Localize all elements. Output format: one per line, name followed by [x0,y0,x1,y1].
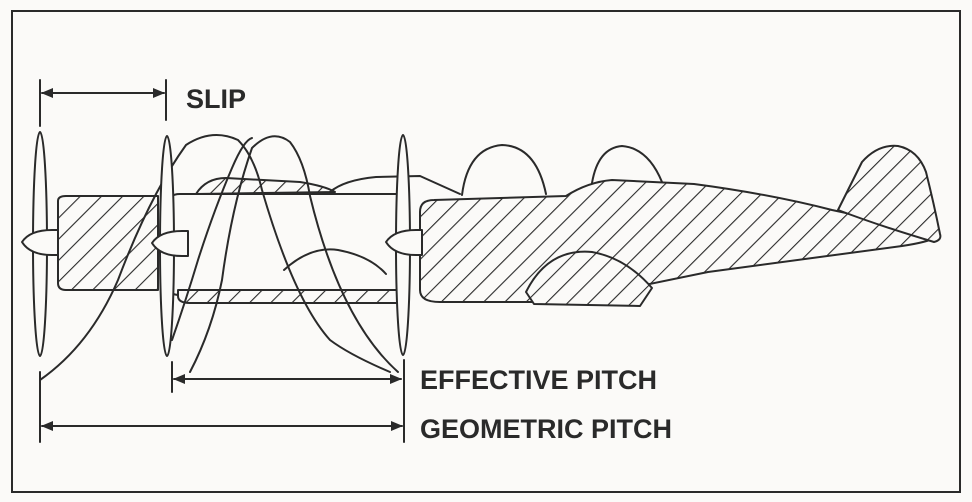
plane-2-canopy-hump [195,177,336,195]
plane-3-canopy-rear [591,145,663,184]
effective-pitch-label: EFFECTIVE PITCH [420,365,657,395]
plane-3-wing-fairing [525,250,653,307]
slip-label: SLIP [186,84,246,114]
helix-path-4 [171,137,253,341]
plane-3-canopy-front [461,144,547,196]
geometric-pitch-label: GEOMETRIC PITCH [420,414,672,444]
plane-3-tail-fin [837,144,942,243]
plane-2-fuselage-belly [177,289,406,304]
plane-1-fuselage [57,195,159,291]
propeller-2 [151,135,189,357]
propeller-1 [21,131,59,357]
propeller-2-spinner [151,230,189,257]
helix-path-1 [39,134,391,381]
plane-3-upper-fairing [329,175,461,195]
diagram-frame [11,10,961,493]
propeller-3 [385,134,423,356]
propeller-1-spinner [21,229,59,256]
propeller-3-spinner [385,229,423,256]
helix-path-2 [189,135,399,373]
helix-path-3 [283,248,387,275]
